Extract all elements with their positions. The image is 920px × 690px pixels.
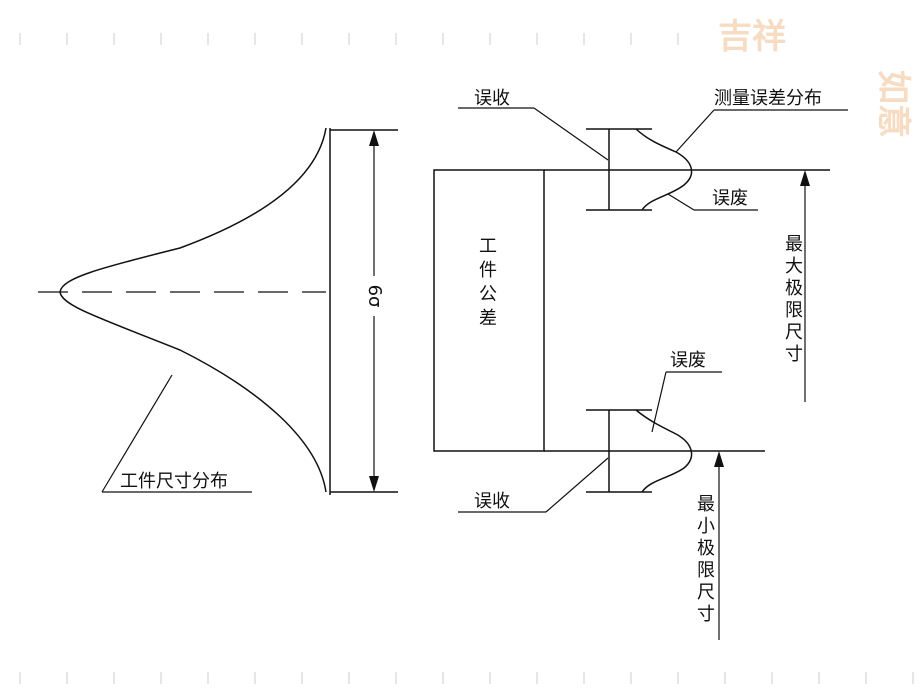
max-limit-label: 最大极限尺寸 <box>785 234 803 365</box>
min-limit-label-text: 最小极限尺寸 <box>697 494 715 625</box>
min-limit-arrowhead <box>714 451 724 467</box>
bottom-decorative-ticks <box>19 672 914 684</box>
upper-false-accept-leader <box>533 107 609 161</box>
measurement-error-label: 测量误差分布 <box>714 88 822 109</box>
upper-false-accept-label: 误收 <box>474 88 510 109</box>
workpiece-distribution-leader <box>101 374 173 493</box>
workpiece-distribution-curve <box>59 127 327 493</box>
lower-false-accept-label: 误收 <box>474 491 510 512</box>
top-decorative-ticks <box>19 33 679 45</box>
upper-error-curve <box>635 128 693 211</box>
min-limit-label: 最小极限尺寸 <box>697 494 715 625</box>
measurement-error-leader <box>675 109 715 153</box>
max-limit-arrowhead <box>800 170 810 186</box>
tolerance-left-block <box>433 169 545 452</box>
workpiece-tolerance-label: 工件公差 <box>479 236 497 329</box>
six-sigma-arrow-bottom <box>369 476 379 492</box>
lower-false-accept-leader <box>545 457 609 513</box>
workpiece-tolerance-label-text: 工件公差 <box>479 236 497 329</box>
workpiece-distribution-group: 6σ 工件尺寸分布 <box>38 127 398 495</box>
upper-false-reject-label: 误废 <box>712 188 748 209</box>
corner-decoration: 吉祥 如意 <box>718 17 913 138</box>
six-sigma-arrow-top <box>369 130 379 146</box>
corner-glyph-top: 吉祥 <box>718 17 786 57</box>
six-sigma-label-bg <box>360 276 388 316</box>
lower-false-reject-label: 误废 <box>670 350 706 371</box>
upper-false-reject-leader <box>667 193 695 211</box>
max-limit-label-text: 最大极限尺寸 <box>785 234 803 365</box>
corner-glyph-side: 如意 <box>873 70 913 138</box>
workpiece-distribution-label: 工件尺寸分布 <box>120 471 228 492</box>
lower-false-reject-leader <box>651 371 667 433</box>
six-sigma-label: 6σ <box>364 285 385 308</box>
tolerance-zone-group: 工件公差 误收 测量误差分布 误废 最大极限尺寸 误废 误收 <box>433 88 848 640</box>
